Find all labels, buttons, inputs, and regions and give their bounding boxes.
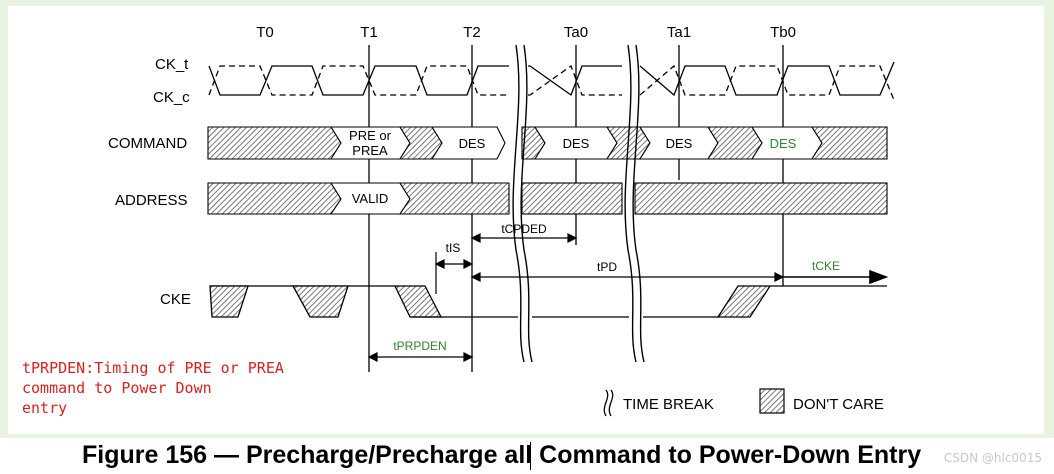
- figure-caption: Figure 156 — Precharge/Precharge all Com…: [82, 441, 922, 469]
- command-des-label-4: DES: [770, 136, 797, 151]
- address-dont-care: [398, 182, 510, 215]
- command-des-label-1: DES: [459, 136, 486, 151]
- legend-dont-care-label: DON'T CARE: [793, 396, 884, 413]
- address-dont-care: [634, 182, 888, 215]
- ck-c-waveform: [208, 64, 895, 101]
- timing-tprpden: [367, 352, 474, 362]
- dont-care-legend-swatch: [759, 388, 785, 414]
- timing-tpd-label: tPD: [597, 260, 617, 274]
- watermark: CSDN @hlc0015: [943, 451, 1042, 465]
- command-des-1: [431, 126, 506, 160]
- signal-label-ck-c: CK_c: [153, 89, 190, 106]
- cke-dont-care: [291, 285, 349, 318]
- clock-label-ta1: Ta1: [667, 24, 691, 41]
- clock-label-t0: T0: [256, 24, 274, 41]
- clock-label-ta0: Ta0: [564, 24, 588, 41]
- command-dont-care: [811, 126, 888, 160]
- command-des-label-2: DES: [563, 136, 590, 151]
- command-row: [207, 126, 888, 160]
- timing-tcke: [783, 269, 889, 285]
- address-valid-label: VALID: [352, 191, 389, 206]
- time-break-marker-2: [624, 44, 645, 363]
- signal-label-ck-t: CK_t: [155, 56, 189, 73]
- clock-label-t2: T2: [463, 24, 481, 41]
- time-break-marker-1: [512, 44, 533, 363]
- note-line-1: tPRPDEN:Timing of PRE or PREA: [22, 359, 284, 377]
- timing-tpd: [470, 272, 785, 282]
- cke-waveform: [209, 285, 887, 318]
- signal-label-command: COMMAND: [108, 135, 187, 152]
- diagram-area: [8, 6, 1044, 434]
- figure-caption-bar: Figure 156 — Precharge/Precharge all Com…: [0, 438, 1054, 474]
- note-line-2: command to Power Down: [22, 379, 212, 397]
- timing-tis: [434, 252, 474, 294]
- address-row: [207, 182, 888, 215]
- signal-label-address: ADDRESS: [115, 192, 188, 209]
- time-break-legend-icon: [603, 389, 614, 417]
- timing-tcpded-label: tCPDED: [501, 222, 547, 236]
- address-dont-care: [207, 182, 342, 215]
- ck-t-waveform: [208, 61, 895, 97]
- clock-label-t1: T1: [360, 24, 378, 41]
- note-line-3: entry: [22, 399, 67, 417]
- clock-label-tb0: Tb0: [770, 24, 796, 41]
- command-des-label-3: DES: [666, 136, 693, 151]
- command-pre-label-1: PRE or: [349, 128, 392, 143]
- command-dont-care: [207, 126, 342, 160]
- command-pre-label-2: PREA: [352, 143, 388, 158]
- timing-tcke-label: tCKE: [812, 259, 840, 273]
- timing-tcpded: [470, 233, 578, 243]
- legend: TIME BREAK DON'T CARE: [603, 388, 884, 417]
- timing-tis-label: tIS: [446, 241, 461, 255]
- timing-tprpden-label: tPRPDEN: [393, 339, 446, 353]
- cke-dont-care: [209, 285, 249, 318]
- signal-label-cke: CKE: [160, 291, 191, 308]
- address-dont-care: [521, 182, 623, 215]
- legend-time-break-label: TIME BREAK: [623, 396, 714, 413]
- text-cursor: [530, 442, 531, 470]
